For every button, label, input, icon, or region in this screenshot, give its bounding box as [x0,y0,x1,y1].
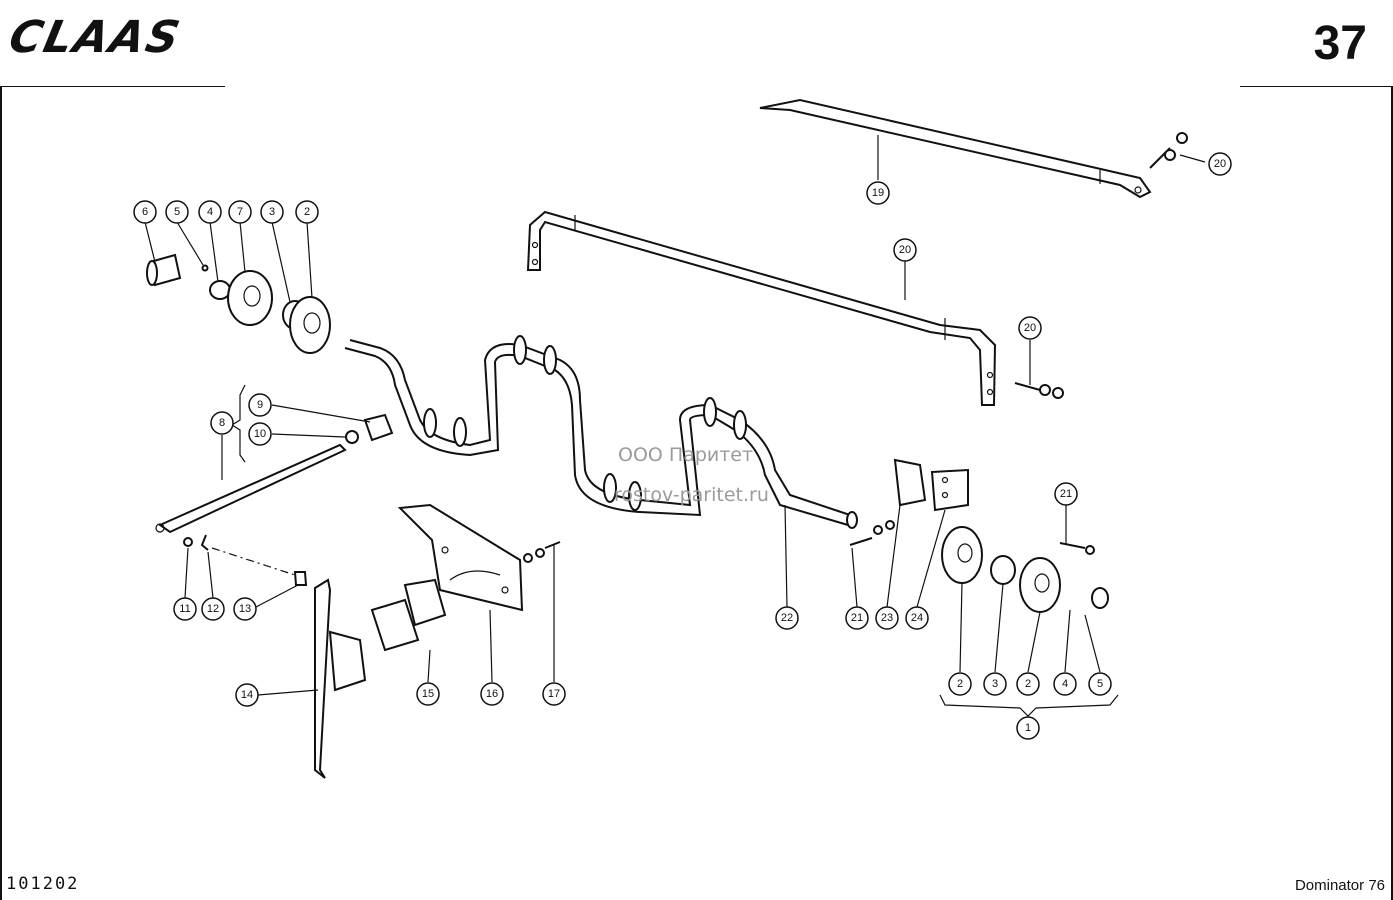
callout-7: 7 [228,200,252,224]
callout-3-left: 3 [260,200,284,224]
svg-text:5: 5 [1097,678,1103,690]
callout-group: 19 20 20 20 6 5 4 7 3 2 9 10 8 11 12 13 … [133,152,1232,740]
watermark-line2: rostov-paritet.ru [614,484,769,506]
callout-3-right: 3 [983,672,1007,696]
callout-16: 16 [480,682,504,706]
small-parts-11-13 [183,534,308,586]
callout-21: 21 [1054,482,1078,506]
svg-text:13: 13 [239,603,251,615]
svg-text:5: 5 [174,206,180,218]
callout-9: 9 [248,393,272,417]
part-20-screw-mid [1014,382,1064,399]
svg-text:10: 10 [254,428,266,440]
callout-18: 19 [866,181,890,205]
svg-text:17: 17 [548,688,560,700]
svg-text:1: 1 [1025,722,1031,734]
callout-leaders [144,135,1206,696]
svg-text:16: 16 [486,688,498,700]
callout-5-left: 5 [165,200,189,224]
callout-15: 15 [416,682,440,706]
callout-20-top: 20 [1208,152,1232,176]
svg-text:19: 19 [872,187,884,199]
callout-23: 23 [875,606,899,630]
callout-6: 6 [133,200,157,224]
svg-text:8: 8 [219,417,225,429]
svg-text:21: 21 [1060,488,1072,500]
part-15-block [370,578,447,652]
page-number: 37 [1313,17,1367,70]
svg-text:14: 14 [241,689,253,701]
watermark-line1: ООО Паритет [618,444,753,466]
part-18-rod [759,98,1152,199]
callout-2-right-b: 2 [1016,672,1040,696]
header-rule-right [1240,86,1393,87]
svg-text:24: 24 [911,612,923,624]
svg-text:3: 3 [992,678,998,690]
callout-1: 1 [1016,716,1040,740]
callout-2-right-a: 2 [948,672,972,696]
svg-text:2: 2 [957,678,963,690]
bearing-set-right [939,526,1119,717]
svg-text:3: 3 [269,206,275,218]
callout-12: 12 [201,597,225,621]
callout-4-right: 4 [1053,672,1077,696]
part-22-shaft [344,335,858,529]
page-frame [0,86,1393,900]
callout-10: 10 [248,422,272,446]
svg-text:4: 4 [1062,678,1068,690]
callout-22: 22 [775,606,799,630]
drawing-number: 101202 [6,874,80,894]
part-14-bracket [314,578,367,779]
part-20-screw-top [1149,132,1188,169]
callout-24: 24 [905,606,929,630]
callout-8: 8 [210,411,234,435]
callout-4-left: 4 [198,200,222,224]
svg-text:2: 2 [304,206,310,218]
part-19-bow-bar [526,210,997,406]
bearing-set-left [146,253,331,354]
svg-text:4: 4 [207,206,213,218]
callout-17: 17 [542,682,566,706]
svg-text:12: 12 [207,603,219,615]
model-label: Dominator 76 [1294,877,1385,894]
part-17-bolt [523,541,561,563]
svg-text:20: 20 [899,244,911,256]
callout-20-mid: 20 [1018,316,1042,340]
callout-14: 14 [235,683,259,707]
callout-2-left: 2 [295,200,319,224]
svg-text:6: 6 [142,206,148,218]
svg-text:22: 22 [781,612,793,624]
svg-text:11: 11 [179,603,190,615]
svg-text:15: 15 [422,688,434,700]
part-8-rod [155,384,394,534]
svg-text:21: 21 [851,612,863,624]
svg-text:20: 20 [1024,322,1036,334]
callout-13: 13 [233,597,257,621]
callout-19: 20 [893,238,917,262]
svg-text:9: 9 [257,399,263,411]
callout-20-low: 21 [845,606,869,630]
callout-5-right: 5 [1088,672,1112,696]
part-16-plate [397,503,524,612]
header-rule-left [0,86,225,87]
svg-text:7: 7 [237,206,243,218]
svg-text:2: 2 [1025,678,1031,690]
parts-23-24-brackets [849,458,969,546]
callout-11: 11 [173,597,197,621]
svg-text:20: 20 [1214,158,1226,170]
svg-text:23: 23 [881,612,893,624]
